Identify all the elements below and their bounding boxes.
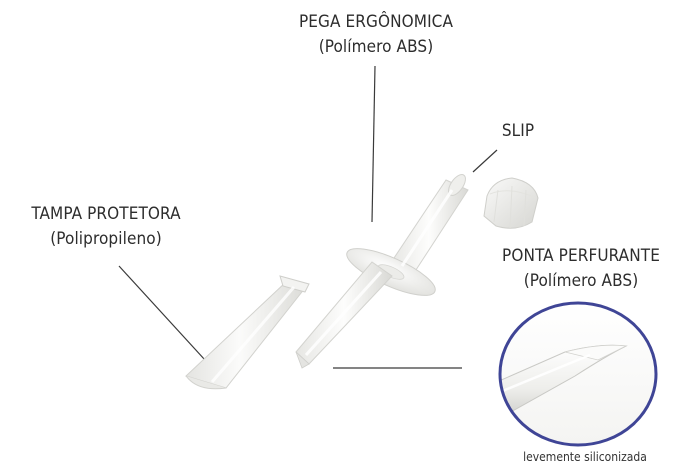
- tampa-material: (Polipropileno): [50, 229, 162, 249]
- siliconizada-caption: levemente siliconizada: [523, 450, 647, 464]
- pega-title: PEGA ERGÔNOMICA: [298, 12, 454, 32]
- leader-line-tampa: [118, 265, 206, 361]
- ponta-material: (Polímero ABS): [523, 271, 639, 291]
- perforating-spike-icon: [295, 174, 469, 369]
- pega-material: (Polímero ABS): [318, 37, 434, 57]
- leader-line-pega: [371, 65, 376, 223]
- leader-line-slip: [472, 149, 498, 173]
- ponta-title: PONTA PERFURANTE: [502, 246, 660, 266]
- magnified-tip-circle-icon: [498, 301, 658, 447]
- tampa-title: TAMPA PROTETORA: [31, 204, 181, 224]
- slip-title: SLIP: [501, 121, 535, 141]
- ponta-perfurante-label: PONTA PERFURANTE (Polímero ABS): [488, 244, 674, 294]
- slip-cap-icon: [483, 177, 539, 229]
- protective-cap-tube-icon: [185, 275, 310, 390]
- tampa-protetora-label: TAMPA PROTETORA (Polipropileno): [8, 202, 204, 252]
- slip-label: SLIP: [488, 119, 548, 144]
- pega-ergonomica-label: PEGA ERGÔNOMICA (Polímero ABS): [276, 10, 476, 60]
